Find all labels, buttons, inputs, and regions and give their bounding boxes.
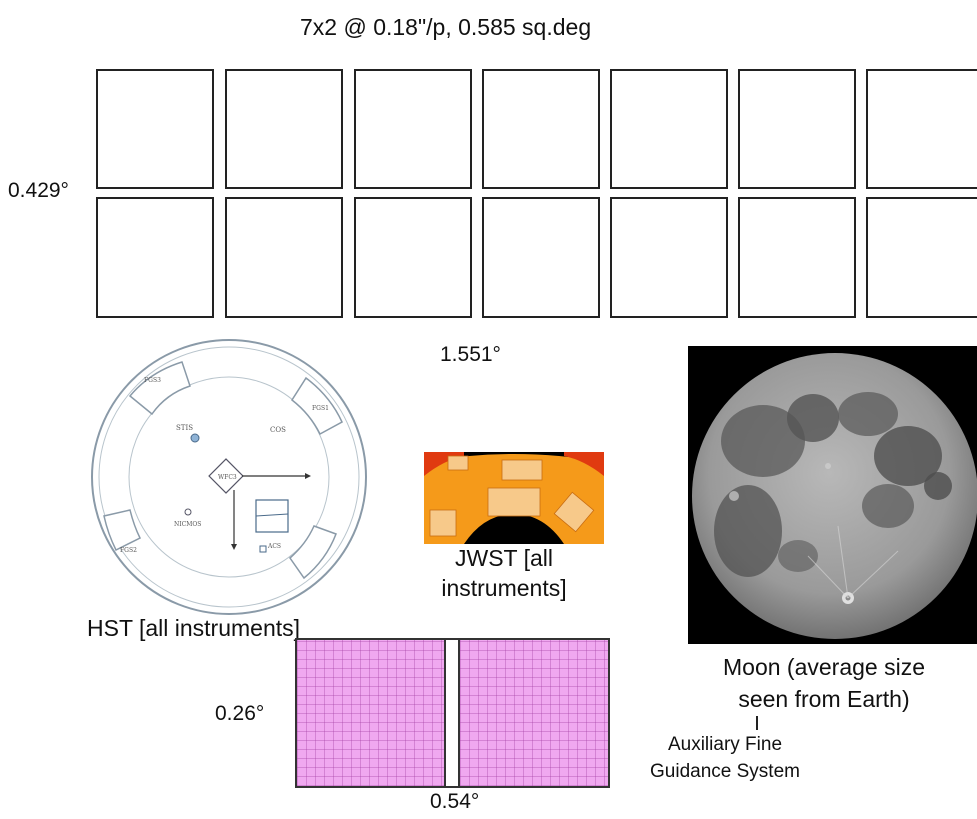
fgs-wedge <box>128 361 191 416</box>
detector-cell <box>866 69 977 189</box>
afgs-height-label: 0.26° <box>215 702 265 725</box>
jwst-caption: JWST [all instruments] <box>424 543 584 603</box>
grid-height-label: 0.429° <box>8 179 69 202</box>
hst-label-fgs: FGS1 <box>312 405 329 412</box>
detector-cell <box>610 197 728 318</box>
detector-cell <box>96 197 214 318</box>
afgs-caption-line: Auxiliary Fine <box>667 734 783 755</box>
jwst-aperture <box>487 487 541 517</box>
detector-grid <box>96 69 977 318</box>
hst-label-stis: STIS <box>176 424 193 432</box>
jwst-aperture <box>429 509 457 537</box>
moon-image <box>688 346 977 644</box>
afgs-detector-right <box>460 640 608 786</box>
jwst-aperture <box>501 459 543 481</box>
hst-label-nicmos: NICMOS <box>174 521 201 528</box>
hst-caption: HST [all instruments] <box>87 615 301 641</box>
hst-label-wfc3: WFC3 <box>218 474 237 481</box>
moon-disc <box>692 353 977 639</box>
fgs-wedge <box>291 376 343 436</box>
grid-width-label: 1.551° <box>440 343 501 366</box>
hst-label-fgs: FGS2 <box>120 547 137 554</box>
afgs-caption-line: Guidance System <box>650 761 800 782</box>
jwst-focal-plane <box>424 452 604 544</box>
afgs-gap <box>444 640 460 786</box>
moon-caption: Moon (average size seen from Earth) <box>690 651 958 715</box>
afgs-width-label: 0.54° <box>430 790 480 813</box>
detector-cell <box>96 69 214 189</box>
jwst-caption-line: JWST [all <box>455 545 553 571</box>
nicmos-aperture <box>184 508 192 516</box>
detector-cell <box>738 197 856 318</box>
detector-cell <box>482 69 600 189</box>
detector-cell <box>738 69 856 189</box>
figure-title: 7x2 @ 0.18"/p, 0.585 sq.deg <box>300 14 592 40</box>
jwst-aperture <box>553 491 595 533</box>
afgs-detector-left <box>297 640 444 786</box>
moon-caption-line: Moon (average size <box>723 654 925 680</box>
detector-cell <box>354 197 472 318</box>
detector-cell <box>354 69 472 189</box>
hst-label-acs: ACS <box>267 543 281 550</box>
afgs-caption: Auxiliary Fine Guidance System <box>625 731 825 785</box>
detector-cell <box>225 197 343 318</box>
fgs-wedge <box>103 509 142 552</box>
hst-label-fgs: FGS3 <box>144 377 161 384</box>
jwst-caption-line: instruments] <box>441 575 567 601</box>
moon-caption-line: seen from Earth) <box>738 686 910 712</box>
detector-cell <box>610 69 728 189</box>
afgs-footprint <box>295 638 610 788</box>
detector-cell <box>866 197 977 318</box>
fgs-wedge <box>288 525 337 580</box>
detector-cell <box>482 197 600 318</box>
wfc3-aperture <box>208 458 244 494</box>
label-leader-line <box>756 716 758 730</box>
stis-aperture <box>190 433 200 443</box>
jwst-aperture <box>447 455 469 471</box>
hst-label-cos: COS <box>270 426 286 434</box>
hst-focal-plane: FGS3 FGS1 FGS2 STIS COS WFC3 NICMOS ACS <box>91 339 367 615</box>
detector-cell <box>225 69 343 189</box>
